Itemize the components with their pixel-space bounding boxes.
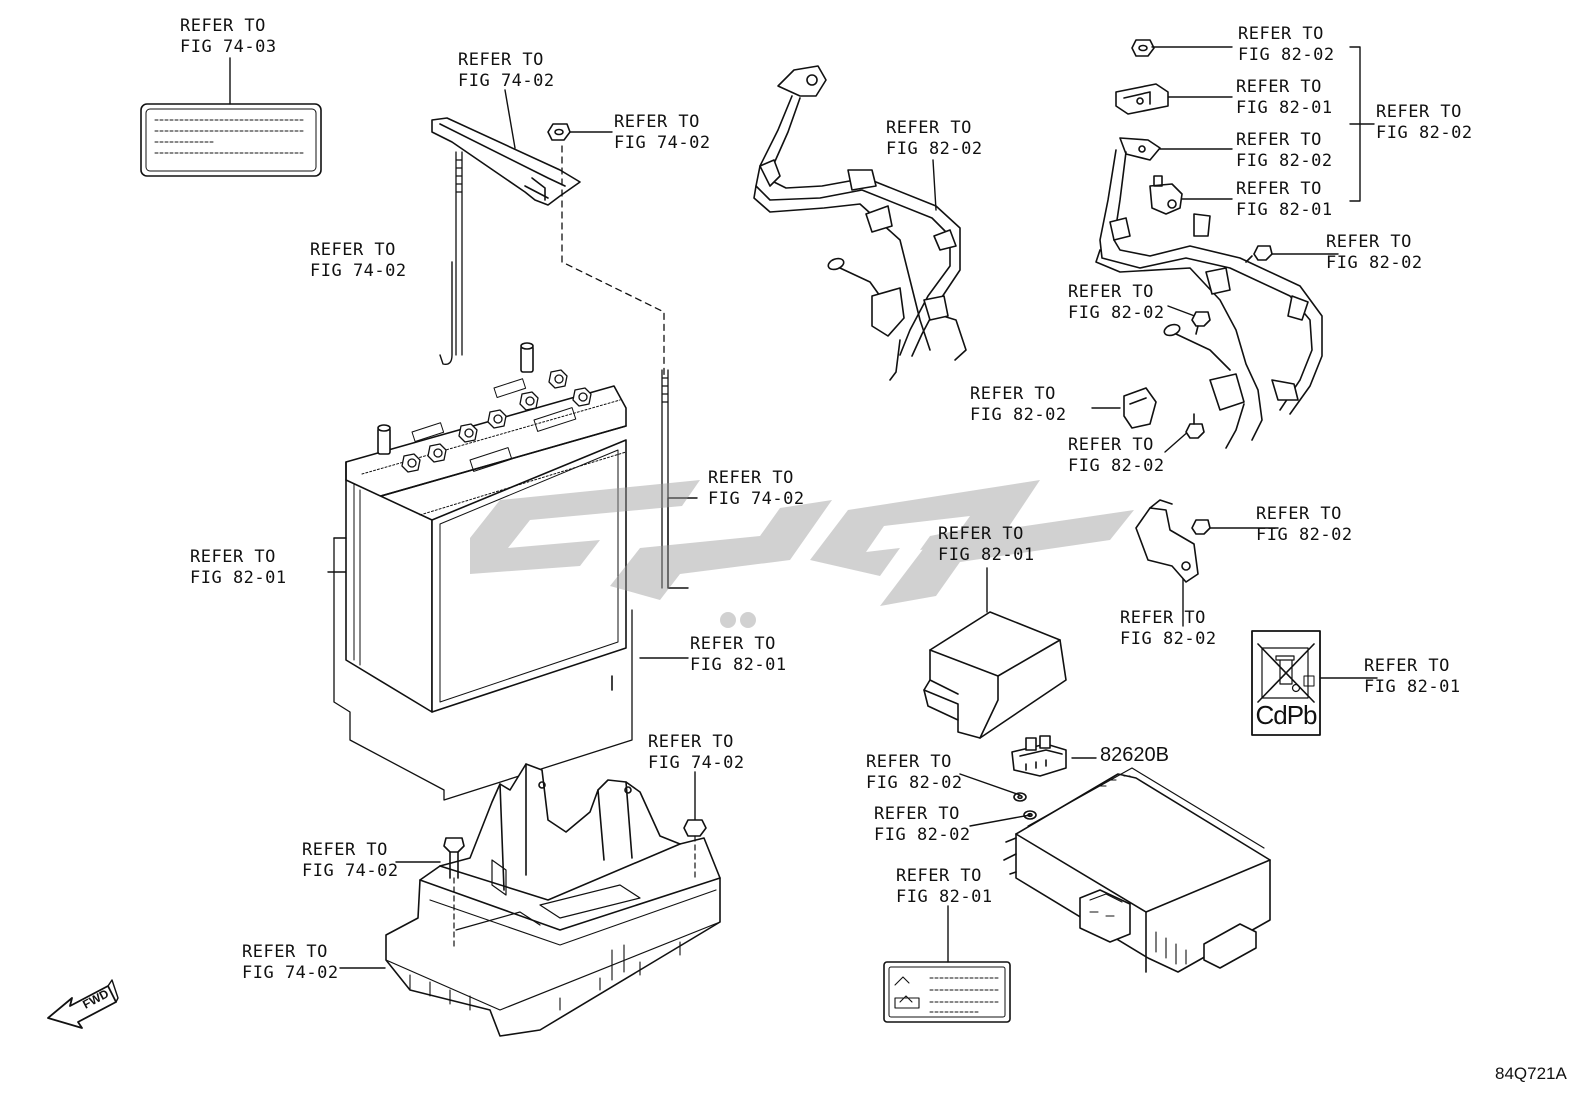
tray-bolt (443, 837, 465, 951)
battery-tray (385, 763, 721, 1037)
drawing-code: 84Q721A (1495, 1064, 1567, 1083)
terminal-cap (1119, 137, 1161, 161)
bracket (1135, 499, 1199, 583)
part-number-82620B: 82620B (1100, 744, 1169, 766)
recycle-label (1251, 630, 1321, 736)
top-nut (1131, 39, 1155, 57)
ecu-module (1003, 767, 1271, 973)
hold-down-rods (455, 145, 669, 589)
recycle-text: CdPb (1255, 700, 1317, 730)
cable-harness-right (1095, 149, 1323, 449)
caution-label-top-left (140, 103, 322, 177)
connector-82620B (1011, 735, 1067, 777)
clip (1123, 387, 1157, 429)
hold-down-nut (547, 123, 571, 141)
cover (923, 611, 1067, 739)
sensor-terminal (1149, 175, 1183, 215)
tray-nut (683, 819, 707, 881)
ecu-nuts (1013, 792, 1037, 820)
watermark-logo (470, 480, 1134, 628)
harness-bolts (1185, 245, 1273, 535)
caution-label-bottom (883, 961, 1011, 1023)
terminal-clamp (1115, 83, 1169, 115)
fwd-arrow (47, 979, 119, 1029)
cable-harness-mid (753, 65, 967, 381)
hold-down-bracket (431, 117, 581, 206)
battery (333, 342, 633, 801)
